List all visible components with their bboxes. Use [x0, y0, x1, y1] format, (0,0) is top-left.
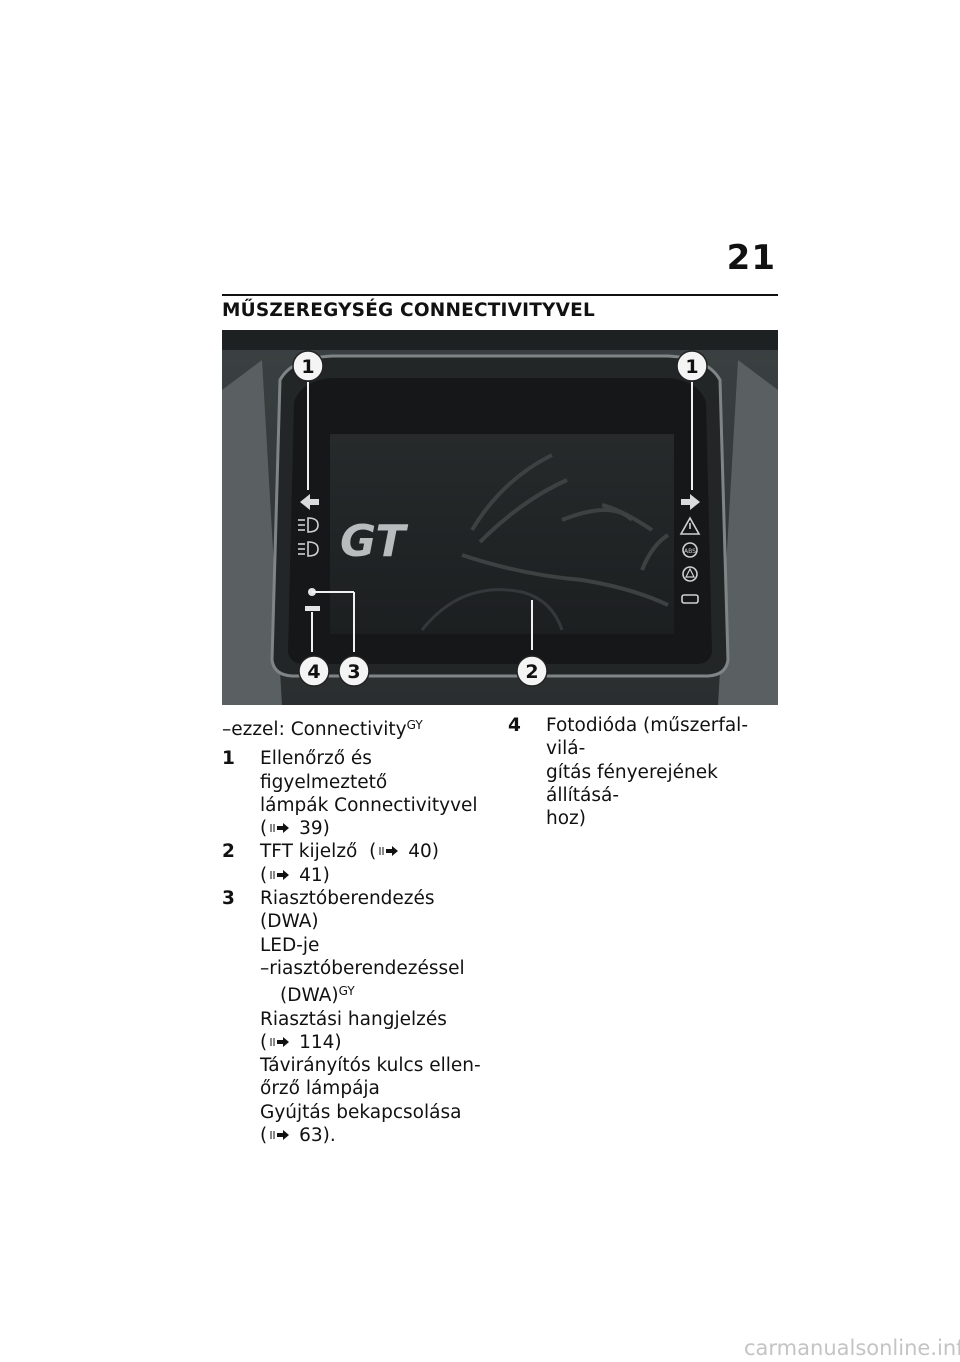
legend-left-column: –ezzel: ConnectivityGY 1 Ellenőrző és fi… [222, 714, 484, 1147]
svg-text:3: 3 [347, 661, 360, 683]
page-reference[interactable]: ( 40) [369, 841, 439, 863]
svg-text:1: 1 [301, 356, 314, 378]
turn-right-icon [681, 494, 700, 510]
item-number: 3 [222, 888, 235, 910]
legend-item-3: 3 Riasztóberendezés (DWA) LED-je –riaszt… [222, 887, 484, 1147]
page-reference[interactable]: ( 39) [260, 818, 330, 840]
page-ref-arrow-icon [270, 1036, 290, 1047]
svg-text:1: 1 [685, 356, 698, 378]
page-ref-arrow-icon [270, 823, 290, 834]
svg-text:2: 2 [525, 661, 538, 683]
gt-logo: GT [340, 516, 408, 567]
legend-item-1: 1 Ellenőrző és figyelmeztető lámpák Conn… [222, 747, 484, 840]
legend-item-4: 4 Fotodióda (műszerfal-vilá- gítás fénye… [508, 715, 749, 830]
page-number: 21 [726, 238, 776, 278]
legend-intro: –ezzel: ConnectivityGY [222, 718, 423, 740]
page-ref-arrow-icon [379, 846, 399, 857]
svg-text:ABS: ABS [684, 548, 696, 555]
callout-1-left: 1 [292, 350, 324, 382]
asc-warning-icon [682, 566, 698, 582]
bike-silhouette [461, 453, 670, 607]
abs-icon: ABS [682, 542, 698, 558]
callout-3: 3 [338, 655, 370, 687]
heading-rule [222, 294, 778, 296]
watermark: carmanualsonline.info [744, 1336, 960, 1360]
callout-2: 2 [516, 655, 548, 687]
photodiode-icon [305, 606, 320, 611]
callout-1-right: 1 [676, 350, 708, 382]
item-number: 1 [222, 748, 235, 770]
page-reference[interactable]: ( 41) [260, 864, 330, 886]
section-heading: MŰSZEREGYSÉG CONNECTIVITYVEL [222, 300, 595, 321]
item-number: 4 [508, 715, 521, 736]
page-ref-arrow-icon [270, 1130, 290, 1141]
fog-light-icon [298, 541, 319, 557]
turn-left-icon [300, 494, 319, 510]
page-reference[interactable]: ( 114) [260, 1031, 342, 1053]
legend-item-2: 2 TFT kijelző ( 40) ( 41) [222, 840, 484, 887]
instrument-cluster-figure: GT ABS 1 1 2 3 4 [222, 330, 778, 705]
engine-icon [681, 594, 699, 604]
page-ref-arrow-icon [270, 869, 290, 880]
svg-text:4: 4 [307, 661, 320, 683]
page-reference[interactable]: ( 63). [260, 1125, 336, 1147]
item-number: 2 [222, 841, 235, 863]
warning-triangle-icon [679, 516, 701, 535]
legend-right-column: 4 Fotodióda (műszerfal-vilá- gítás fénye… [508, 714, 780, 830]
callout-4: 4 [298, 655, 330, 687]
low-beam-icon [298, 517, 319, 533]
